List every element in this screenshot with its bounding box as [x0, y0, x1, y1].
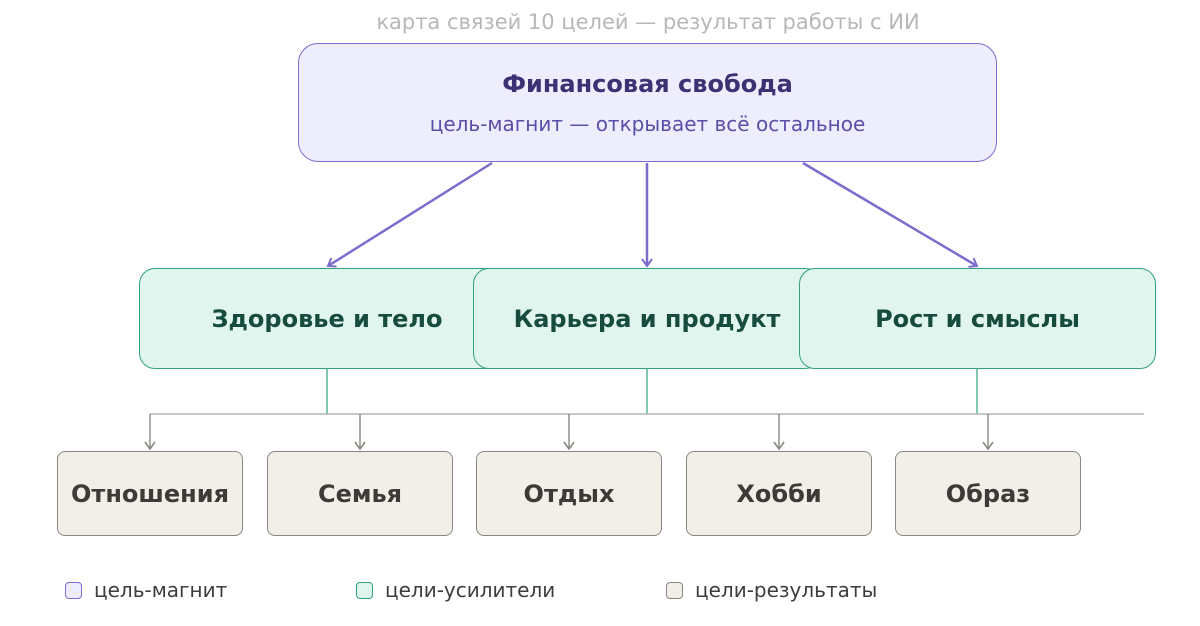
result-goal-label: Образ — [945, 479, 1031, 508]
result-goal-label: Хобби — [736, 479, 822, 508]
legend-swatch-magnet — [65, 581, 82, 599]
magnet-goal-box: Финансовая свобода цель-магнит — открыва… — [298, 43, 997, 162]
legend-item-results: цели-результаты — [666, 577, 877, 603]
legend-item-amplifiers: цели-усилители — [356, 577, 555, 603]
result-goal-relationships: Отношения — [57, 451, 243, 536]
arrow-magnet-to-health — [326, 161, 493, 268]
result-goal-rest: Отдых — [476, 451, 662, 536]
result-goal-label: Семья — [317, 479, 403, 508]
amplifier-goal-label: Карьера и продукт — [513, 304, 781, 333]
magnet-goal-title: Финансовая свобода — [502, 69, 793, 98]
legend-item-magnet: цель-магнит — [65, 577, 227, 603]
result-goal-image: Образ — [895, 451, 1081, 536]
result-goal-family: Семья — [267, 451, 453, 536]
legend-swatch-amplifiers — [356, 581, 373, 599]
result-goal-hobby: Хобби — [686, 451, 872, 536]
diagram-caption: карта связей 10 целей — результат работы… — [376, 10, 920, 34]
amplifier-goal-career: Карьера и продукт — [473, 268, 821, 369]
arrow-magnet-to-growth — [802, 161, 979, 268]
amplifier-goal-label: Рост и смыслы — [875, 304, 1080, 333]
legend-label: цели-усилители — [385, 578, 556, 602]
amplifier-goal-label: Здоровье и тело — [211, 304, 443, 333]
result-goal-label: Отношения — [71, 479, 229, 508]
legend-label: цели-результаты — [695, 578, 878, 602]
magnet-goal-subtitle: цель-магнит — открывает всё остальное — [429, 111, 866, 136]
legend-swatch-results — [666, 581, 683, 599]
result-goal-label: Отдых — [523, 479, 615, 508]
legend-label: цель-магнит — [94, 578, 228, 602]
amplifier-goal-health: Здоровье и тело — [139, 268, 519, 369]
amplifier-goal-growth: Рост и смыслы — [799, 268, 1156, 369]
